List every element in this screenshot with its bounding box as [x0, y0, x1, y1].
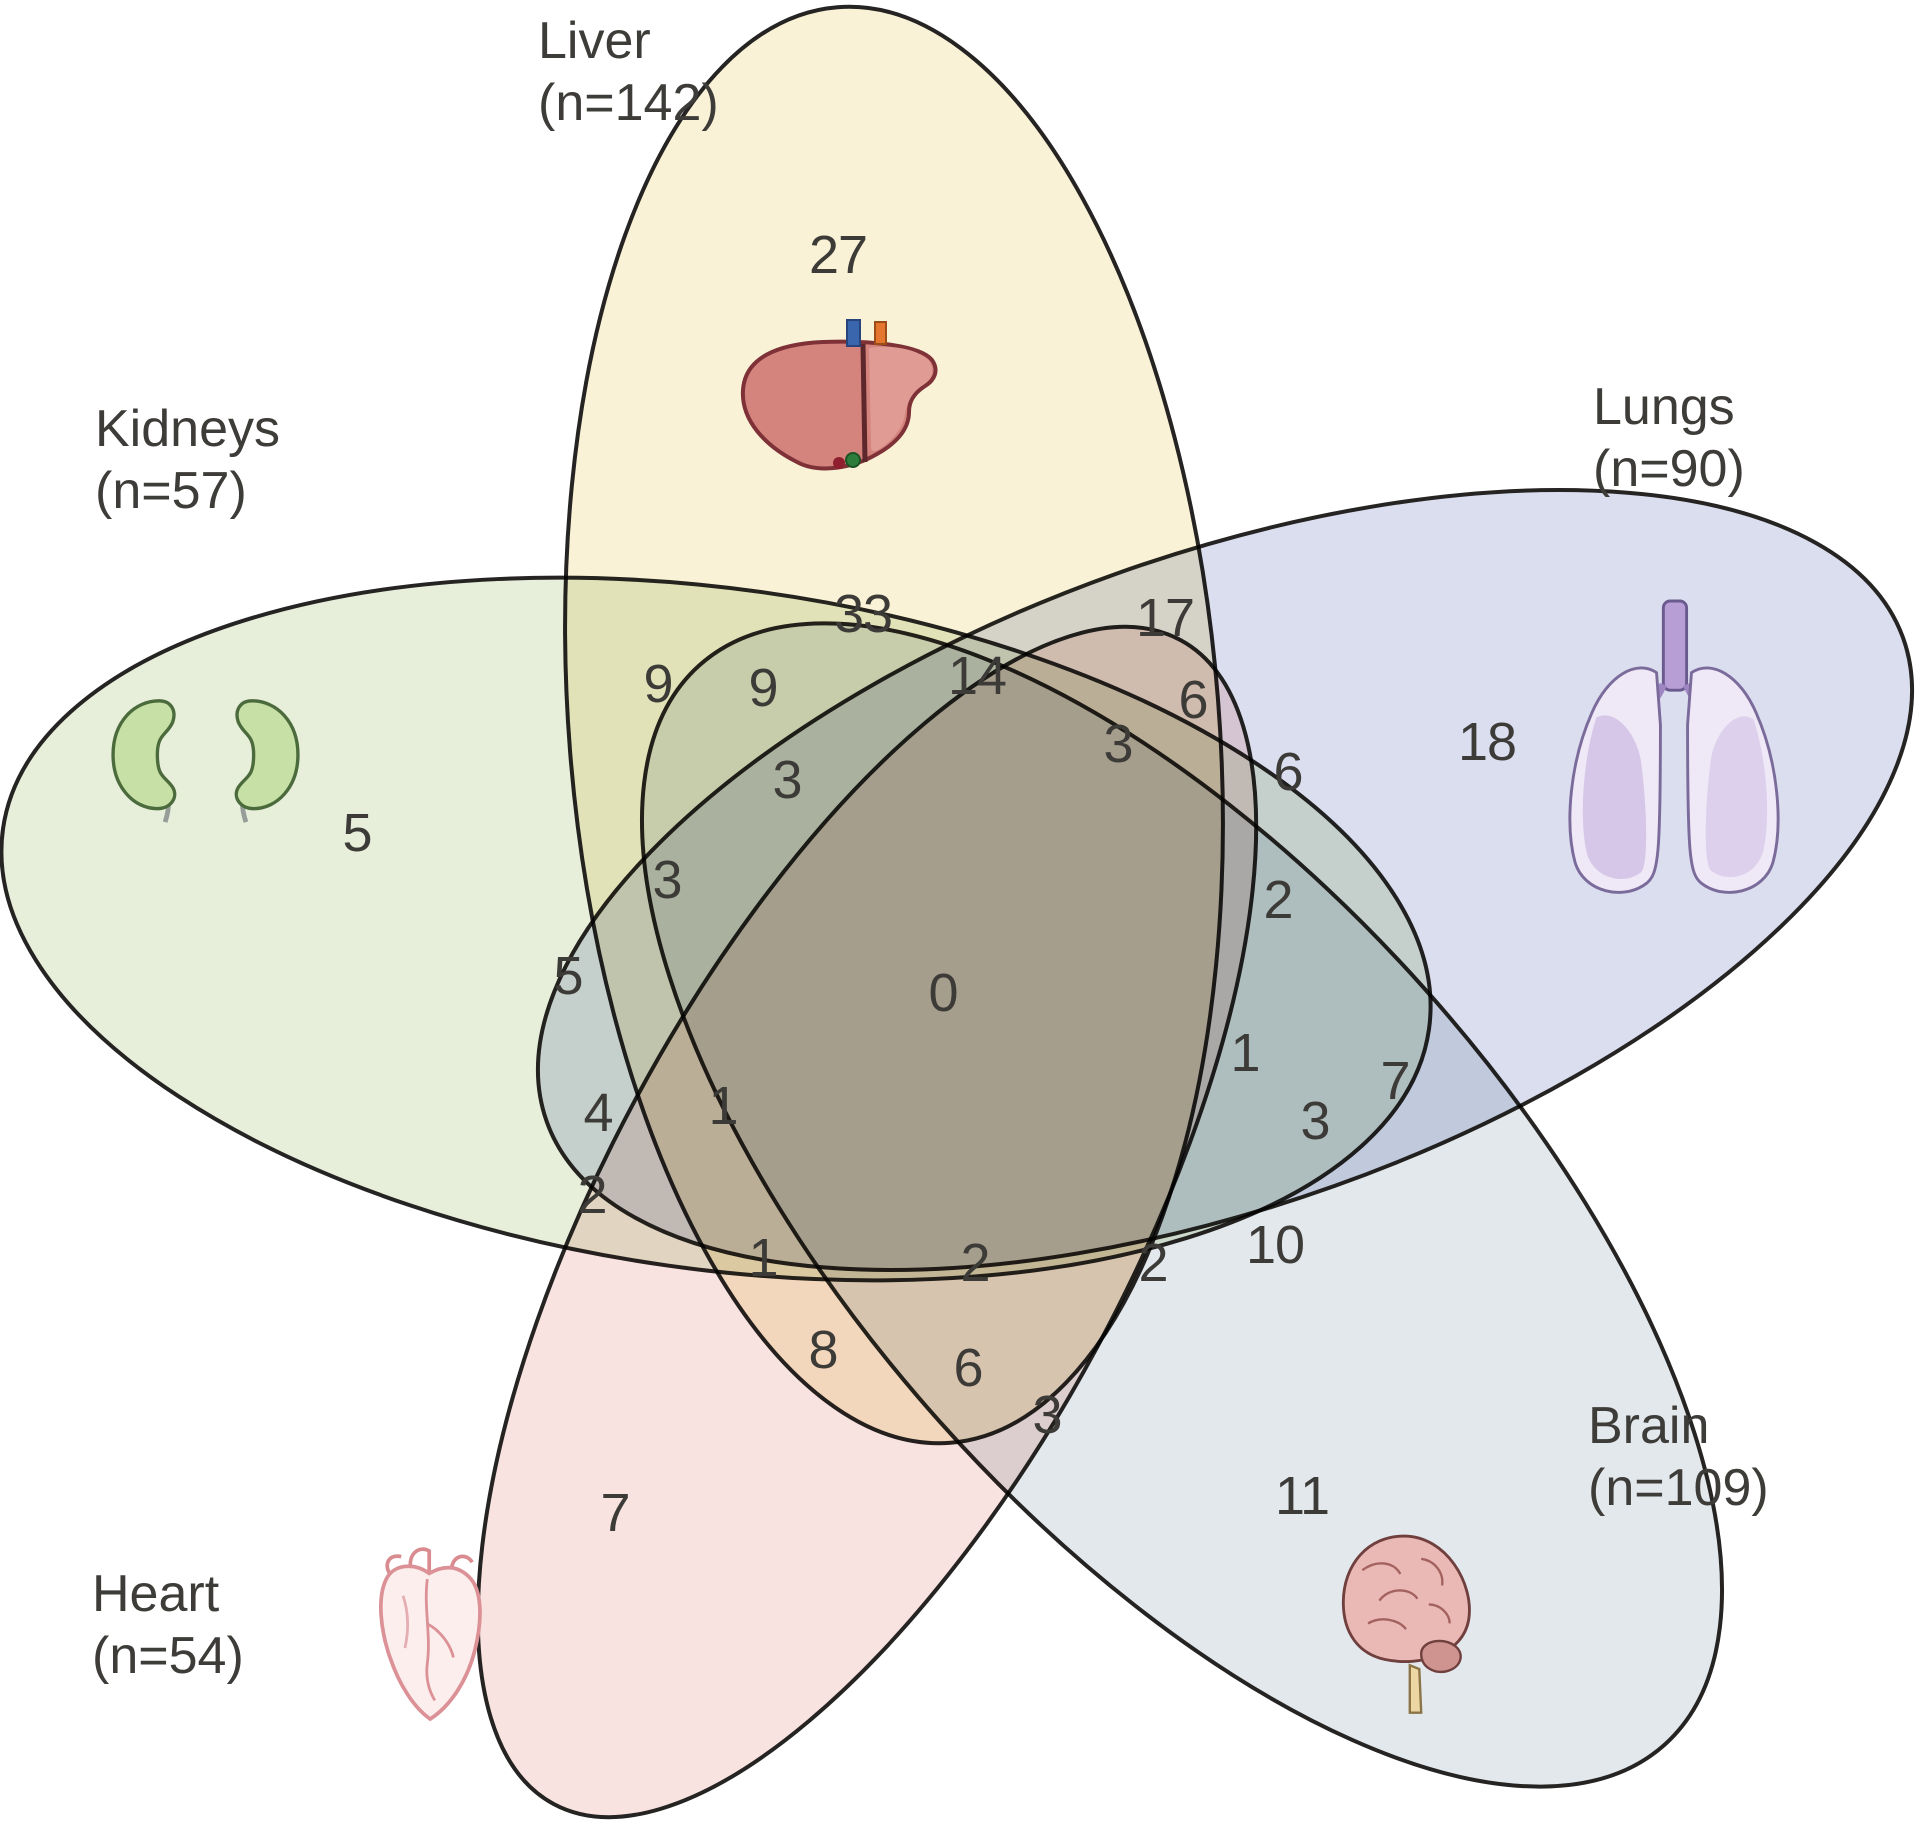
heart-ellipse: [475, 624, 1259, 1820]
